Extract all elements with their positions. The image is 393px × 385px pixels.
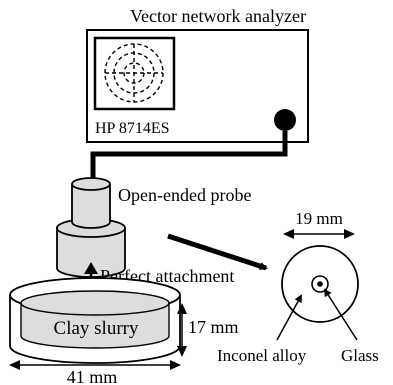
smith-chart-icon (104, 43, 164, 103)
width-dimension-arrow (9, 360, 181, 370)
vna-title-label: Vector network analyzer (130, 6, 306, 26)
width-label: 41 mm (67, 367, 118, 385)
height-label: 17 mm (188, 317, 239, 337)
center-conductor (317, 281, 323, 287)
inconel-pointer (276, 294, 302, 341)
probe-diameter-label: 19 mm (295, 209, 343, 228)
glass-label: Glass (341, 346, 379, 365)
vna-port-connector (274, 109, 296, 131)
diameter-dimension-arrow (283, 229, 355, 239)
coaxial-cable (90, 131, 288, 178)
glass-pointer (323, 288, 358, 341)
height-dimension-arrow (177, 303, 187, 357)
inconel-label: Inconel alloy (217, 346, 307, 365)
probe-label: Open-ended probe (118, 185, 251, 205)
clay-slurry-container (9, 277, 181, 364)
vna-model-label: HP 8714ES (95, 120, 170, 137)
open-ended-probe (56, 177, 126, 278)
clay-slurry-label: Clay slurry (54, 318, 139, 339)
zoom-arrow (167, 233, 268, 271)
